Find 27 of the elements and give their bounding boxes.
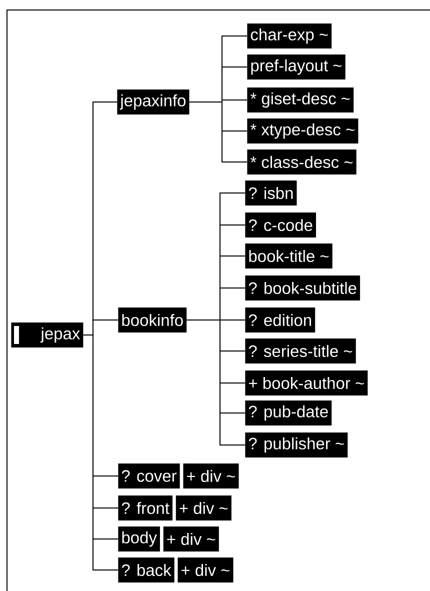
element-box: bookinfo — [118, 308, 187, 332]
element-box: ? book-subtitle — [245, 276, 360, 300]
element-box: char-exp ~ — [247, 24, 332, 48]
element-box: ? edition — [245, 308, 316, 332]
element-box: pref-layout ~ — [247, 54, 346, 80]
element-box: jepax — [11, 322, 84, 348]
element-box: + div ~ — [178, 558, 234, 582]
element-box: body — [118, 526, 160, 552]
element-box: ? c-code — [245, 212, 316, 238]
element-box: + book-author ~ — [245, 370, 368, 396]
element-box: + div ~ — [183, 464, 239, 488]
element-box: * class-desc ~ — [247, 150, 356, 174]
element-box: ? publisher ~ — [245, 432, 348, 458]
element-box: ? back — [118, 558, 174, 582]
element-box: ? series-title ~ — [245, 338, 356, 364]
element-box: + div ~ — [176, 496, 232, 520]
element-box: jepaxinfo — [117, 90, 190, 114]
element-box: + div ~ — [163, 526, 219, 552]
element-box: * xtype-desc ~ — [247, 118, 358, 144]
element-box: ? cover — [118, 464, 180, 488]
element-box: ? pub-date — [245, 400, 332, 426]
tree-connector — [186, 320, 246, 446]
element-box: book-title ~ — [245, 244, 332, 268]
tree-connector — [188, 102, 248, 162]
element-box: ? isbn — [245, 180, 297, 206]
element-box: * giset-desc ~ — [247, 88, 354, 112]
element-box: ? front — [118, 496, 172, 520]
